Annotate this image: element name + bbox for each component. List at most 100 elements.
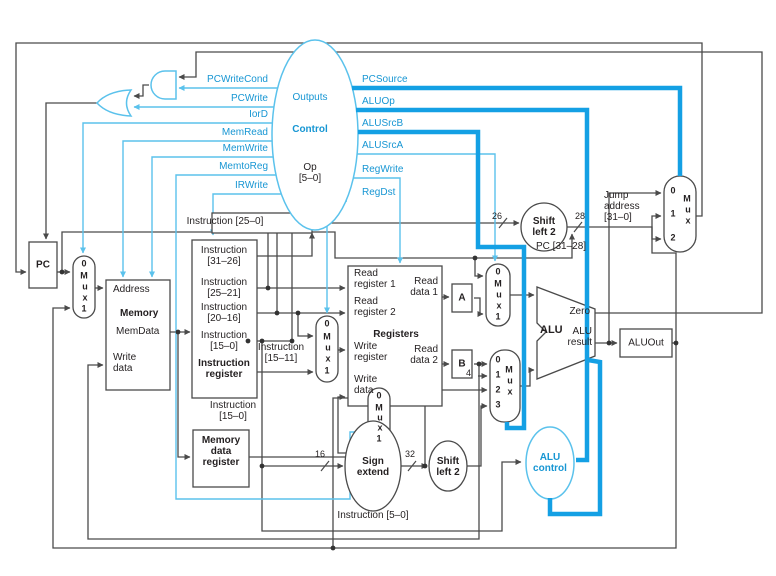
pc-register	[28, 241, 58, 289]
signal-iord: IorD	[249, 109, 268, 120]
a-register-label: A	[458, 292, 466, 304]
aluout-label: ALUOut	[628, 337, 664, 349]
instruction-15-11-label: Instruction [15–11]	[257, 342, 305, 364]
ir-field-15-0: Instruction [15–0]	[200, 330, 248, 352]
jump-address-label: Jump address [31–0]	[604, 190, 640, 223]
register-file	[347, 265, 443, 407]
signal-pcwrite: PCWrite	[230, 93, 268, 104]
sign-extend-oval	[344, 420, 402, 512]
instruction-25-0-label: Instruction [25–0]	[186, 216, 264, 227]
iord-mux-0: 0	[81, 258, 87, 269]
signal-memwrite: MemWrite	[222, 143, 268, 154]
alu-zero-output: Zero	[569, 306, 590, 317]
memtoreg-mux-u: u	[377, 412, 383, 423]
alusrca-mux-m: M	[494, 278, 502, 289]
width-28: 28	[574, 211, 586, 221]
pcsource-mux-x: x	[685, 215, 691, 226]
signal-alusrca: ALUSrcA	[362, 140, 404, 151]
b-register	[451, 349, 473, 379]
memtoreg-mux-1: 1	[376, 433, 382, 444]
memory-unit	[105, 279, 171, 391]
signal-memread: MemRead	[221, 127, 268, 138]
pcsource-mux-u: u	[685, 204, 691, 215]
regfile-write-data: Write data	[354, 374, 378, 396]
signal-memtoreg: MemtoReg	[219, 161, 268, 172]
signal-irwrite: IRWrite	[235, 180, 268, 191]
signal-pcwritecond: PCWriteCond	[207, 74, 268, 85]
signal-regdst: RegDst	[362, 187, 396, 198]
mdr-title: Memory data register	[201, 435, 241, 468]
memtoreg-mux-0: 0	[376, 390, 382, 401]
alusrcb-mux-3: 3	[495, 399, 501, 410]
pc-label: PC	[36, 259, 50, 271]
alusrcb-mux-m: M	[505, 364, 513, 375]
or-gate	[95, 89, 133, 117]
iord-mux-u: u	[82, 281, 88, 292]
pc-31-28-label: PC [31–28]	[536, 241, 587, 252]
instruction-register	[191, 239, 258, 399]
width-26: 26	[491, 211, 503, 221]
alusrcb-mux-0: 0	[495, 354, 501, 365]
signal-pcsource: PCSource	[362, 74, 408, 85]
iord-mux-m: M	[80, 270, 88, 281]
shift-left-2-branch-oval	[428, 440, 468, 492]
alusrca-mux-0: 0	[495, 266, 501, 277]
memory-title: Memory	[120, 308, 159, 319]
iord-mux	[72, 255, 96, 319]
junction-dots	[59, 255, 679, 551]
memory-address-port: Address	[113, 284, 150, 295]
regdst-mux-0: 0	[324, 318, 330, 329]
regfile-write-register: Write register	[354, 341, 388, 363]
control-op-input-label: Op [5–0]	[298, 162, 322, 184]
ir-title: Instruction register	[198, 358, 250, 380]
control-outputs-label: Outputs	[292, 92, 328, 103]
iord-mux-1: 1	[81, 303, 87, 314]
shift-left-2-branch-label: Shift left 2	[436, 456, 460, 478]
pcsource-mux-0: 0	[670, 185, 676, 196]
alusrca-mux-u: u	[496, 289, 502, 300]
regdst-mux-1: 1	[324, 365, 330, 376]
ir-field-20-16: Instruction [20–16]	[200, 302, 248, 324]
ir-field-31-26: Instruction [31–26]	[200, 245, 248, 267]
control-unit-label: Control	[292, 124, 328, 135]
iord-mux-x: x	[82, 292, 88, 303]
and-gate	[150, 70, 177, 100]
alusrca-mux	[485, 263, 511, 327]
pcsource-mux-2: 2	[670, 232, 676, 243]
b-register-label: B	[458, 358, 466, 370]
alusrca-mux-1: 1	[495, 311, 501, 322]
shift-left-2-jump-oval	[520, 202, 568, 252]
alu-result-output: ALU result	[567, 326, 592, 348]
memory-data-register	[192, 429, 250, 488]
control-wires	[80, 85, 498, 500]
constant-4: 4	[466, 368, 472, 378]
regfile-read-register-2: Read register 2	[354, 296, 396, 318]
regdst-mux	[315, 315, 339, 383]
aluout-register	[619, 328, 673, 358]
memtoreg-mux-x: x	[377, 422, 383, 433]
regfile-read-data-2: Read data 2	[410, 344, 438, 366]
instruction-5-0-label: Instruction [5–0]	[337, 510, 409, 521]
alusrcb-mux-u: u	[507, 375, 513, 386]
width-32: 32	[404, 449, 416, 459]
regfile-read-register-1: Read register 1	[354, 268, 396, 290]
pcsource-mux-m: M	[683, 193, 691, 204]
bus-width-slashes	[320, 217, 583, 472]
alusrcb-mux-2: 2	[495, 384, 501, 395]
regdst-mux-m: M	[323, 331, 331, 342]
memory-memdata-port: MemData	[116, 326, 160, 337]
instruction-15-0-label: Instruction [15–0]	[209, 400, 257, 422]
data-wires	[15, 42, 763, 549]
pcsource-mux	[663, 175, 697, 253]
control-oval	[271, 39, 359, 231]
sign-extend-label: Sign extend	[356, 456, 390, 478]
signal-aluop: ALUOp	[362, 96, 395, 107]
alu	[536, 286, 596, 380]
alusrca-mux-x: x	[496, 300, 502, 311]
alusrcb-mux-x: x	[507, 386, 513, 397]
alu-control-label: ALU control	[533, 452, 567, 474]
ir-field-25-21: Instruction [25–21]	[200, 277, 248, 299]
signal-regwrite: RegWrite	[362, 164, 404, 175]
